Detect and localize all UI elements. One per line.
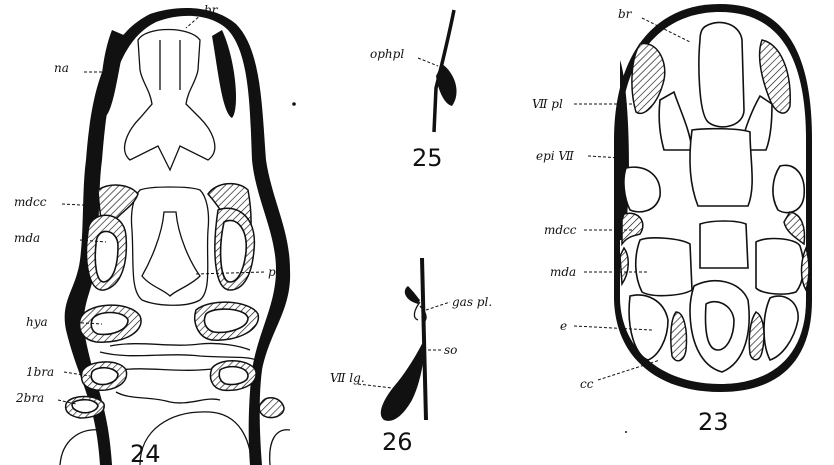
label-fig24-ph: ph	[268, 265, 283, 279]
label-fig26-so: so	[444, 343, 457, 357]
figure-26-section: gas pl. so Ⅶ lg. 26	[330, 258, 492, 456]
label-fig23-vii-pl: Ⅶ pl	[532, 97, 563, 111]
figure-number-26: 26	[382, 428, 413, 456]
label-fig24-hya: hya	[26, 315, 48, 329]
label-fig23-e: e	[560, 319, 567, 333]
ink-speck	[292, 102, 296, 106]
label-fig23-mdcc: mdcc	[544, 223, 577, 237]
label-fig24-1bra: 1bra	[26, 365, 54, 379]
figure-number-25: 25	[412, 144, 443, 172]
label-fig24-2bra: 2bra	[15, 391, 44, 405]
label-fig25-ophpl: ophpl	[370, 47, 404, 61]
label-fig23-cc: cc	[580, 377, 594, 391]
label-fig26-gaspl: gas pl.	[452, 295, 492, 309]
label-fig24-na: na	[54, 61, 69, 75]
figure-25-section: ophpl 25	[370, 10, 457, 172]
label-fig26-vii-lg: Ⅶ lg.	[330, 371, 365, 385]
label-fig24-mda: mda	[14, 231, 40, 245]
label-fig23-br: br	[618, 7, 633, 21]
ink-speck	[625, 431, 627, 433]
figure-number-23: 23	[698, 408, 729, 436]
label-fig23-epi-vii: epi Ⅶ	[536, 149, 574, 163]
figure-24-section	[60, 8, 290, 465]
figure-23-section	[614, 4, 812, 392]
label-fig24-br: br	[204, 3, 219, 17]
label-fig23-mda: mda	[550, 265, 576, 279]
label-fig24-mdcc: mdcc	[14, 195, 47, 209]
figure-number-24: 24	[130, 440, 161, 465]
